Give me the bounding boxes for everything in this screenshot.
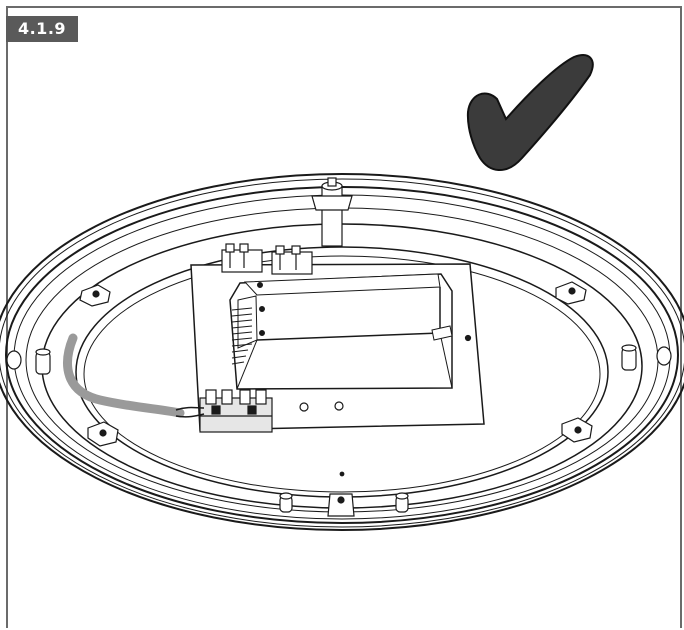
wire-terminal-block [199,389,273,433]
led-driver-box [229,273,453,390]
cable-wires [175,406,205,418]
mounting-clip-bottom [327,493,355,517]
step-number-label: 4.1.9 [6,16,78,42]
mounting-clip-right-bottom [561,417,593,443]
screw-standoffs [6,344,672,513]
checkmark-icon [466,54,594,171]
instruction-frame [6,6,682,628]
mounting-clip-left-bottom [87,421,119,447]
input-terminal-block [221,243,313,275]
mounting-clip-left-top [79,284,111,307]
mounting-clip-right-top [555,281,587,305]
power-cable [63,333,185,418]
fixing-screws [299,334,472,477]
center-mounting-post [311,177,353,247]
